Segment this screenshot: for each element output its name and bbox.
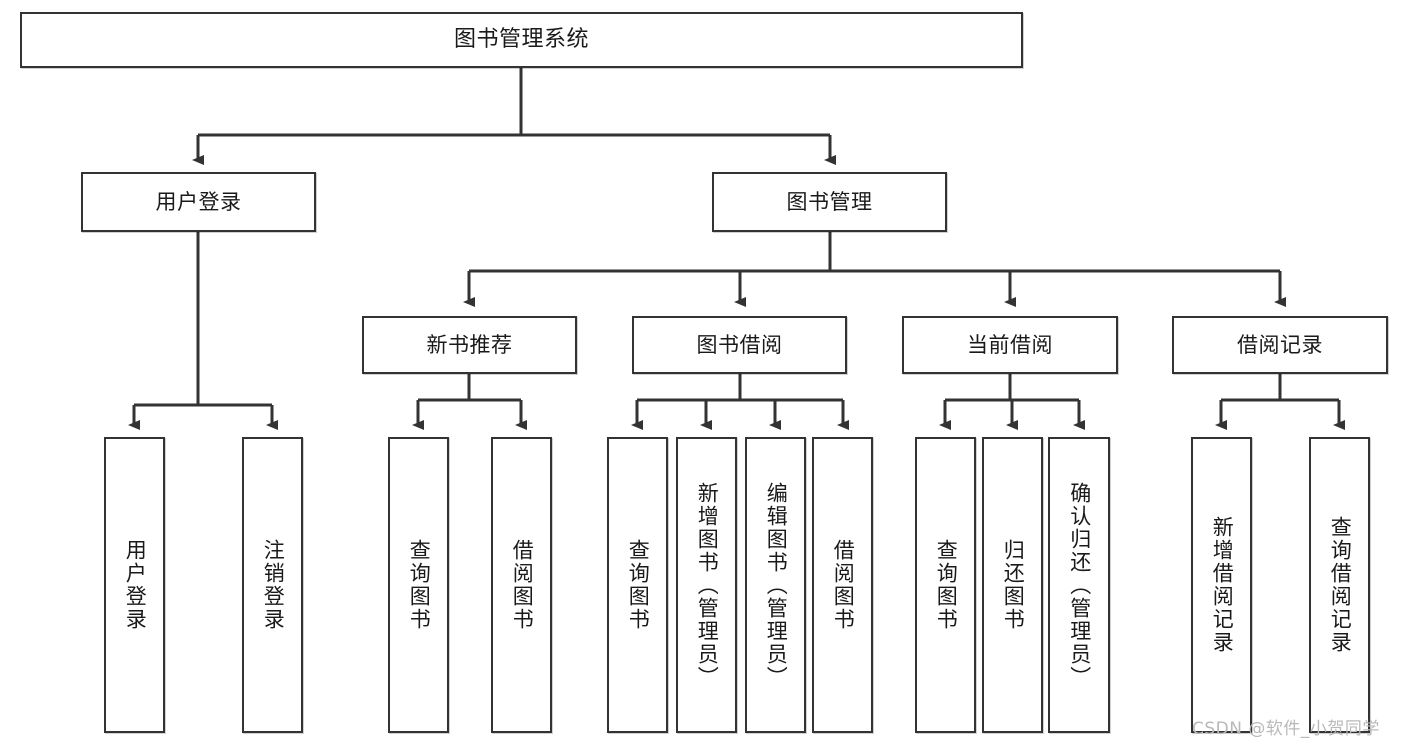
node-label: 查询图书 (626, 539, 651, 631)
node-borrow-records[interactable]: 借阅记录 (1172, 316, 1388, 374)
node-label: 新增图书（管理员） (695, 481, 720, 689)
leaf-borrow-records-add[interactable]: 新增借阅记录 (1191, 437, 1252, 733)
node-current-borrow[interactable]: 当前借阅 (902, 316, 1118, 374)
leaf-book-borrow-edit-admin[interactable]: 编辑图书（管理员） (745, 437, 806, 733)
node-label: 用户登录 (155, 189, 242, 214)
node-label: 当前借阅 (967, 332, 1053, 357)
node-label: 查询图书 (934, 539, 959, 631)
node-label: 注销登录 (261, 539, 286, 631)
leaf-book-borrow-query[interactable]: 查询图书 (607, 437, 668, 733)
node-label: 归还图书 (1001, 539, 1026, 631)
leaf-current-borrow-query[interactable]: 查询图书 (915, 437, 976, 733)
node-label: 借阅图书 (510, 539, 535, 631)
leaf-new-book-query[interactable]: 查询图书 (388, 437, 449, 733)
node-label: 借阅记录 (1237, 332, 1323, 357)
node-new-book-recommend[interactable]: 新书推荐 (362, 316, 577, 374)
node-label: 查询借阅记录 (1328, 516, 1353, 654)
node-label: 新书推荐 (426, 332, 513, 357)
leaf-current-borrow-confirm-admin[interactable]: 确认归还（管理员） (1048, 437, 1110, 733)
leaf-book-borrow-add-admin[interactable]: 新增图书（管理员） (676, 437, 737, 733)
node-label: 编辑图书（管理员） (764, 481, 789, 689)
node-user-login[interactable]: 用户登录 (81, 172, 316, 232)
node-label: 图书借阅 (696, 332, 783, 357)
node-label: 图书管理 (786, 189, 873, 214)
node-book-borrow[interactable]: 图书借阅 (632, 316, 847, 374)
node-label: 查询图书 (407, 539, 432, 631)
leaf-current-borrow-return[interactable]: 归还图书 (982, 437, 1043, 733)
leaf-borrow-records-query[interactable]: 查询借阅记录 (1309, 437, 1370, 733)
node-book-management[interactable]: 图书管理 (712, 172, 947, 232)
node-label: 借阅图书 (831, 539, 856, 631)
leaf-user-login-login[interactable]: 用户登录 (104, 437, 165, 733)
leaf-user-login-logout[interactable]: 注销登录 (242, 437, 303, 733)
node-label: 确认归还（管理员） (1067, 481, 1092, 689)
leaf-book-borrow-borrow[interactable]: 借阅图书 (812, 437, 873, 733)
leaf-new-book-borrow[interactable]: 借阅图书 (491, 437, 552, 733)
node-label: 图书管理系统 (453, 27, 589, 53)
watermark-text: CSDN @软件_小贺同学 (1192, 719, 1380, 739)
node-label: 新增借阅记录 (1210, 516, 1235, 654)
node-root-book-management-system[interactable]: 图书管理系统 (20, 12, 1023, 68)
node-label: 用户登录 (123, 539, 148, 631)
